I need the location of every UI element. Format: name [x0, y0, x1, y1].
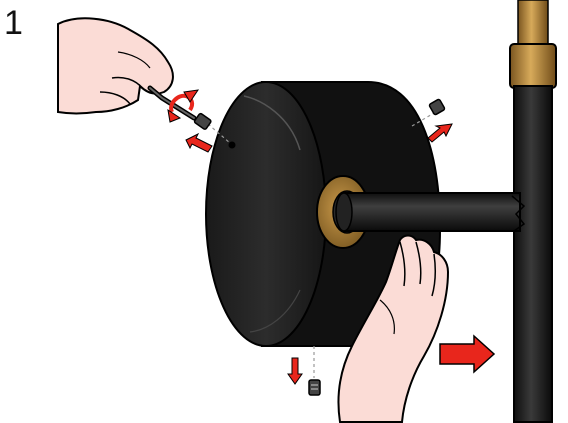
screw-paths: [207, 112, 435, 378]
vertical-pipe: [509, 0, 557, 423]
horizontal-pipe: [335, 192, 526, 232]
hand-pulling-disc: [337, 234, 450, 423]
hex-key-icon: [147, 85, 197, 121]
set-screw-icon: [193, 98, 446, 396]
step-number: 1: [4, 4, 23, 42]
pull-arrow-icon: [185, 123, 496, 385]
rotate-arrow-icon: [167, 89, 200, 123]
hand-with-hex-key: [57, 17, 174, 115]
